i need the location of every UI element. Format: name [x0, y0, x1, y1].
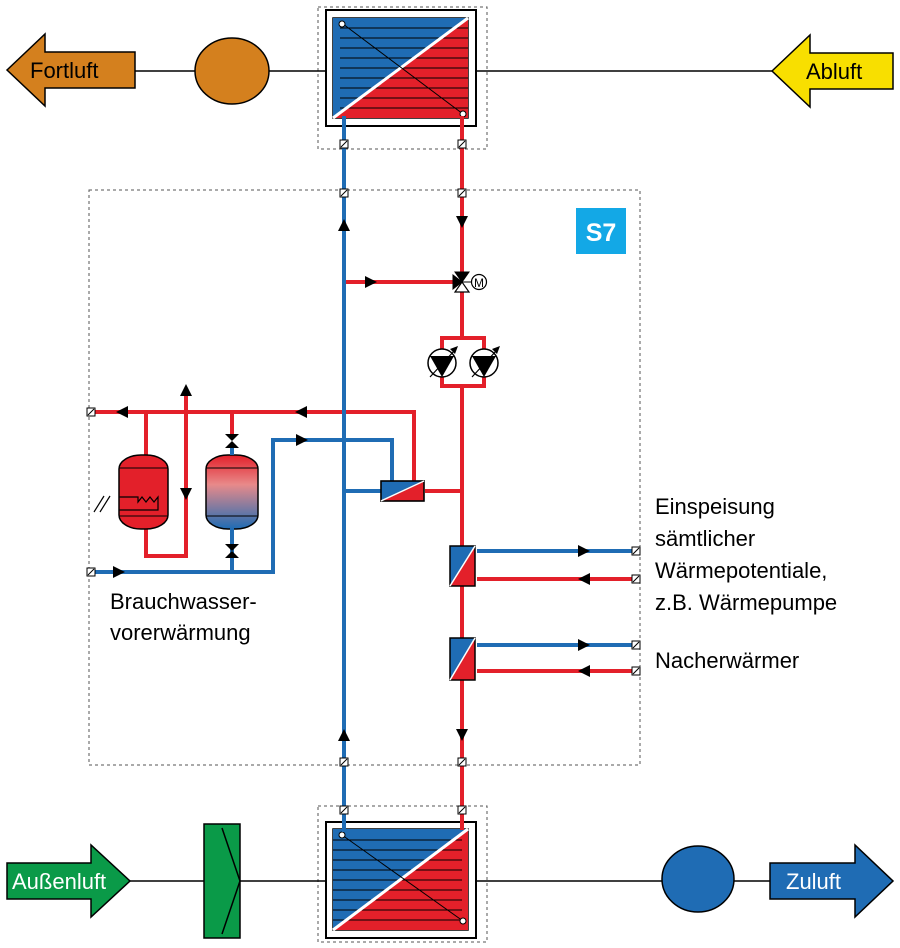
- circulation-pumps-icon: [427, 346, 500, 378]
- hot-pipes: [95, 116, 636, 830]
- system-badge: S7: [576, 208, 626, 254]
- bottom-heat-exchanger-icon: [325, 821, 477, 939]
- fortluft-label: Fortluft: [30, 58, 98, 83]
- flow-arrows: [113, 216, 590, 741]
- system-boundary: [88, 189, 641, 766]
- reheater-label: Nacherwärmer: [655, 648, 799, 673]
- bottom-hx-boundary: [317, 805, 488, 943]
- feed-in-heat-exchanger-icon: [449, 545, 476, 587]
- sensor-ports: [86, 139, 641, 815]
- cold-pipes: [95, 116, 636, 832]
- aussenluft-label: Außenluft: [12, 869, 106, 894]
- top-heat-exchanger-icon: [325, 9, 477, 127]
- filter-icon: [203, 823, 241, 939]
- dhw-storage-tank-icon: [205, 454, 259, 530]
- motor-icon: [470, 273, 488, 291]
- electric-heater-icon: [93, 495, 105, 513]
- dhw-preheating-label-line1: Brauchwasser-: [110, 589, 257, 614]
- abluft-arrow: Abluft: [770, 33, 894, 109]
- shutoff-valves-icon: [225, 434, 239, 558]
- motor-label: M: [474, 276, 484, 290]
- abluft-label: Abluft: [806, 59, 862, 84]
- buffer-tank-icon: [93, 454, 169, 530]
- system-badge-label: S7: [586, 219, 617, 247]
- reheater-heat-exchanger-icon: [449, 637, 476, 681]
- feed-in-label-line2: sämtlicher: [655, 526, 755, 551]
- feed-in-label-line4: z.B. Wärmepumpe: [655, 590, 837, 615]
- zuluft-label: Zuluft: [786, 869, 841, 894]
- three-way-valve-icon: M: [452, 271, 488, 293]
- dhw-preheating-label-line2: vorerwärmung: [110, 620, 251, 645]
- dhw-heat-exchanger-icon: [380, 480, 425, 502]
- fortluft-arrow: Fortluft: [5, 32, 136, 108]
- top-hx-boundary: [317, 6, 488, 150]
- zuluft-arrow: Zuluft: [769, 843, 895, 919]
- exhaust-fan-icon: [194, 37, 270, 105]
- aussenluft-arrow: Außenluft: [6, 843, 132, 919]
- supply-fan-icon: [661, 845, 735, 913]
- feed-in-label-line1: Einspeisung: [655, 494, 775, 519]
- feed-in-label-line3: Wärmepotentiale,: [655, 558, 827, 583]
